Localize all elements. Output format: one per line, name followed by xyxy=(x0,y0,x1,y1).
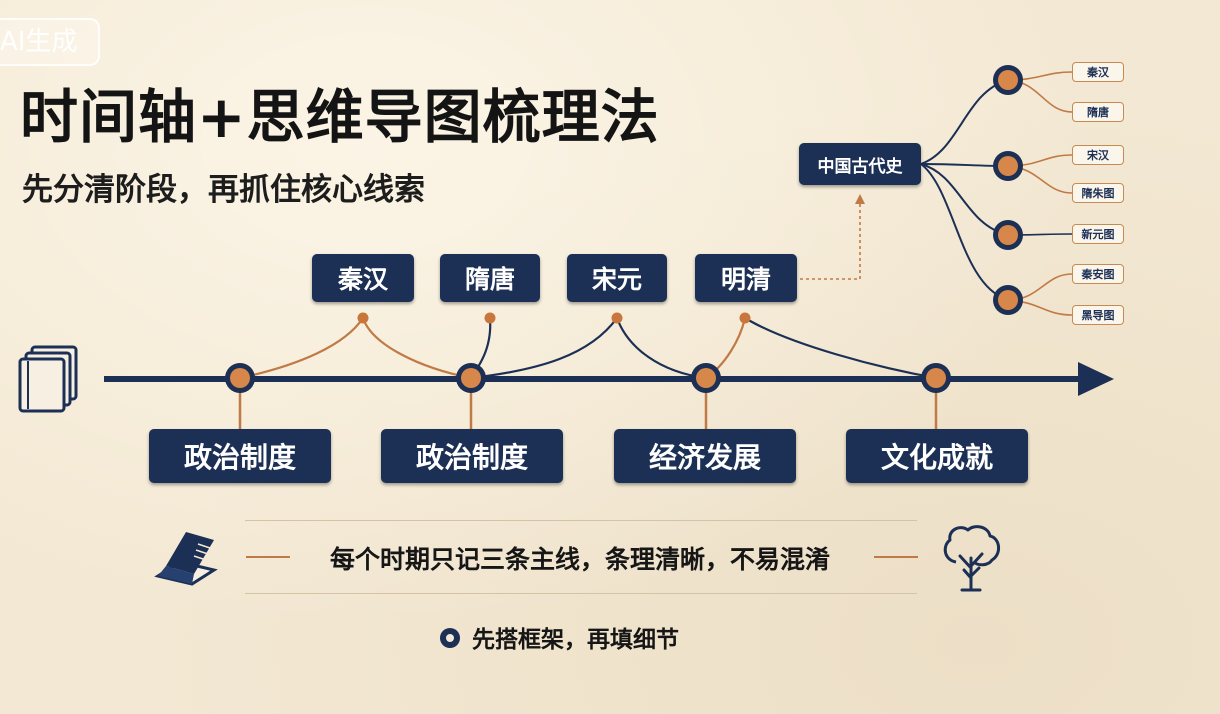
mindmap-branch xyxy=(920,79,1009,165)
mindmap-node xyxy=(993,285,1023,315)
divider-bottom xyxy=(245,593,917,594)
mindmap-leaf: 黑导图 xyxy=(1072,305,1124,325)
tree-icon xyxy=(943,525,1000,592)
mindmap-leaf: 隋唐 xyxy=(1072,102,1124,122)
timeline-node xyxy=(921,363,951,393)
mindmap-branch xyxy=(920,163,1009,236)
era-curve-mingqing-b xyxy=(744,317,937,380)
theme-label-politics: 政治制度 xyxy=(149,429,331,483)
note-dash-right xyxy=(874,556,918,558)
mindmap-leaf: 宋汉 xyxy=(1072,145,1124,165)
books-icon xyxy=(18,345,78,413)
timeline-arrowhead xyxy=(1078,362,1114,396)
note-dash-left xyxy=(246,556,290,558)
mindmap-link xyxy=(800,202,861,280)
summary-note: 每个时期只记三条主线，条理清晰，不易混淆 xyxy=(329,545,830,574)
era-label-songyuan: 宋元 xyxy=(567,254,667,302)
era-label-qinhan: 秦汉 xyxy=(312,254,414,302)
era-curve-songyuan xyxy=(470,315,707,380)
mindmap-node xyxy=(993,151,1023,181)
era-dot xyxy=(357,312,369,324)
mindmap-root: 中国古代史 xyxy=(799,143,921,185)
mindmap-leaf: 新元图 xyxy=(1072,224,1124,244)
timeline-node xyxy=(225,363,255,393)
era-dot xyxy=(484,312,496,324)
theme-label-culture: 文化成就 xyxy=(846,429,1028,483)
page-subtitle: 先分清阶段，再抓住核心线索 xyxy=(22,172,425,208)
ai-generated-badge: AI生成 xyxy=(0,18,100,66)
timeline-node xyxy=(456,363,486,393)
target-dot-icon xyxy=(440,628,460,648)
era-curve-qinhan xyxy=(239,315,472,380)
era-dot xyxy=(739,312,751,324)
theme-label-politics-2: 政治制度 xyxy=(381,429,563,483)
page-title: 时间轴+思维导图梳理法 xyxy=(20,83,660,151)
timeline-node xyxy=(691,363,721,393)
mindmap-node xyxy=(993,220,1023,250)
book-icon xyxy=(154,532,218,586)
era-label-mingqing: 明清 xyxy=(695,254,797,302)
mindmap-leaf: 秦汉 xyxy=(1072,62,1124,82)
era-label-suitang: 隋唐 xyxy=(440,254,540,302)
mindmap-leaf: 隋朱图 xyxy=(1072,183,1124,203)
mindmap-node xyxy=(993,65,1023,95)
mindmap-link-arrow xyxy=(855,194,865,204)
era-dot xyxy=(611,312,623,324)
theme-label-economy: 经济发展 xyxy=(614,429,796,483)
mindmap-leaf: 秦安图 xyxy=(1072,264,1124,284)
divider-top xyxy=(245,520,917,521)
mindmap-branch xyxy=(920,163,1009,301)
tip-text: 先搭框架，再填细节 xyxy=(472,627,679,653)
